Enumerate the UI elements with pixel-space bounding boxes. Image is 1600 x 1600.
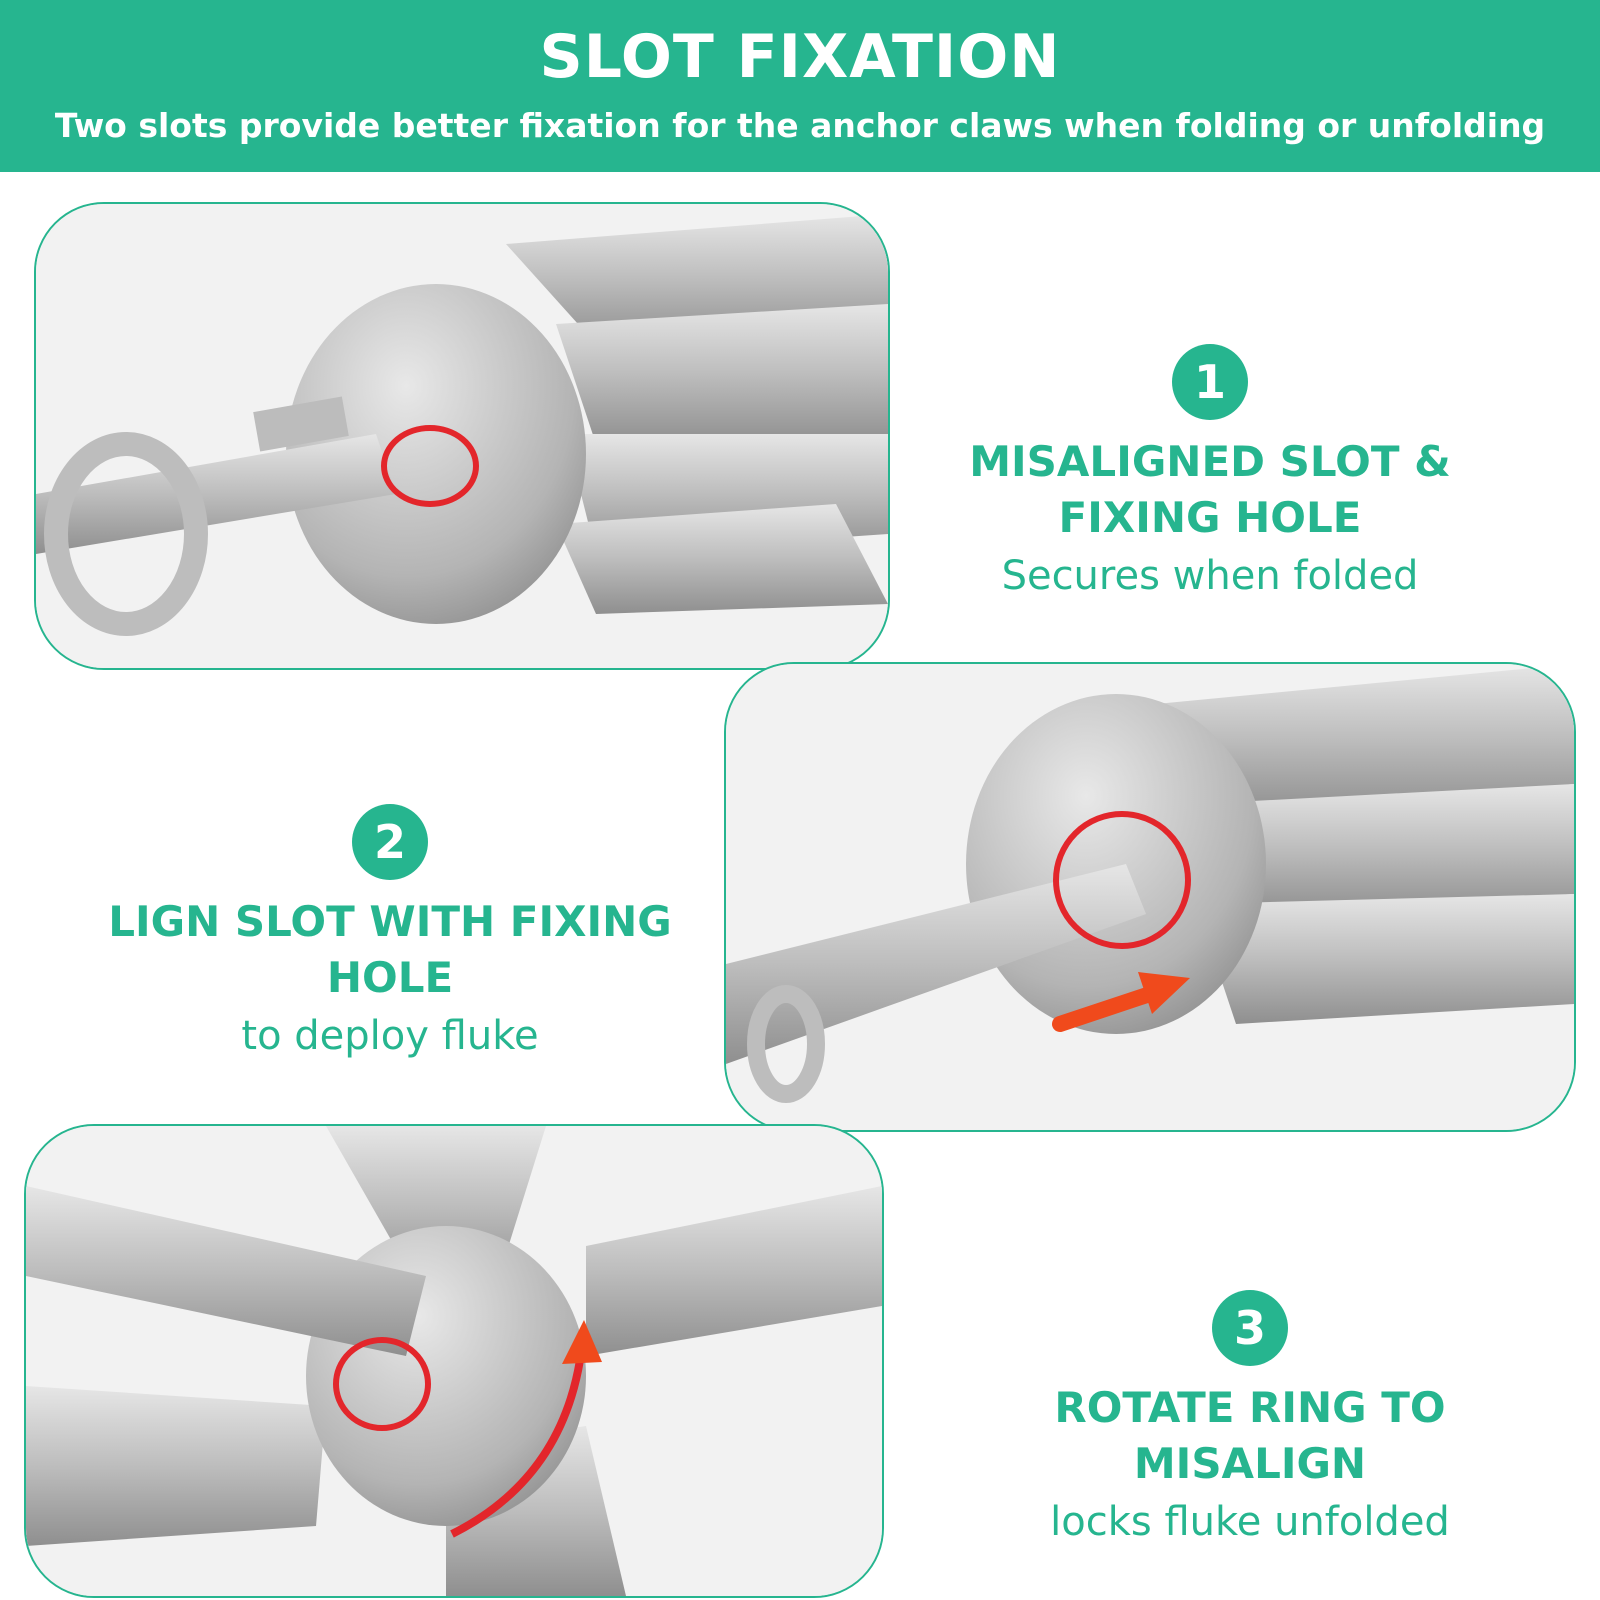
step-description: to deploy fluke (241, 1013, 539, 1059)
page-subtitle: Two slots provide better fixation for th… (54, 106, 1546, 145)
page-title: SLOT FIXATION (539, 22, 1061, 92)
step-3: 3 ROTATE RING TO MISALIGN locks fluke un… (1010, 1290, 1490, 1550)
step-number-badge: 2 (352, 804, 428, 880)
step-1: 1 MISALIGNED SLOT & FIXING HOLE Secures … (960, 344, 1460, 604)
step-description: Secures when folded (1001, 553, 1419, 599)
step-number-badge: 3 (1212, 1290, 1288, 1366)
step-2: 2 LIGN SLOT WITH FIXING HOLE to deploy f… (100, 804, 680, 1064)
step-description: locks fluke unfolded (1050, 1499, 1450, 1545)
step-number-badge: 1 (1172, 344, 1248, 420)
photo-folded-anchor (34, 202, 890, 670)
step-title: MISALIGNED SLOT & FIXING HOLE (969, 437, 1451, 542)
header-banner: SLOT FIXATION Two slots provide better f… (0, 0, 1600, 172)
step-title: LIGN SLOT WITH FIXING HOLE (108, 897, 672, 1002)
photo-aligned-slot (724, 662, 1576, 1132)
step-title: ROTATE RING TO MISALIGN (1054, 1383, 1446, 1488)
photo-deployed-fluke (24, 1124, 884, 1598)
